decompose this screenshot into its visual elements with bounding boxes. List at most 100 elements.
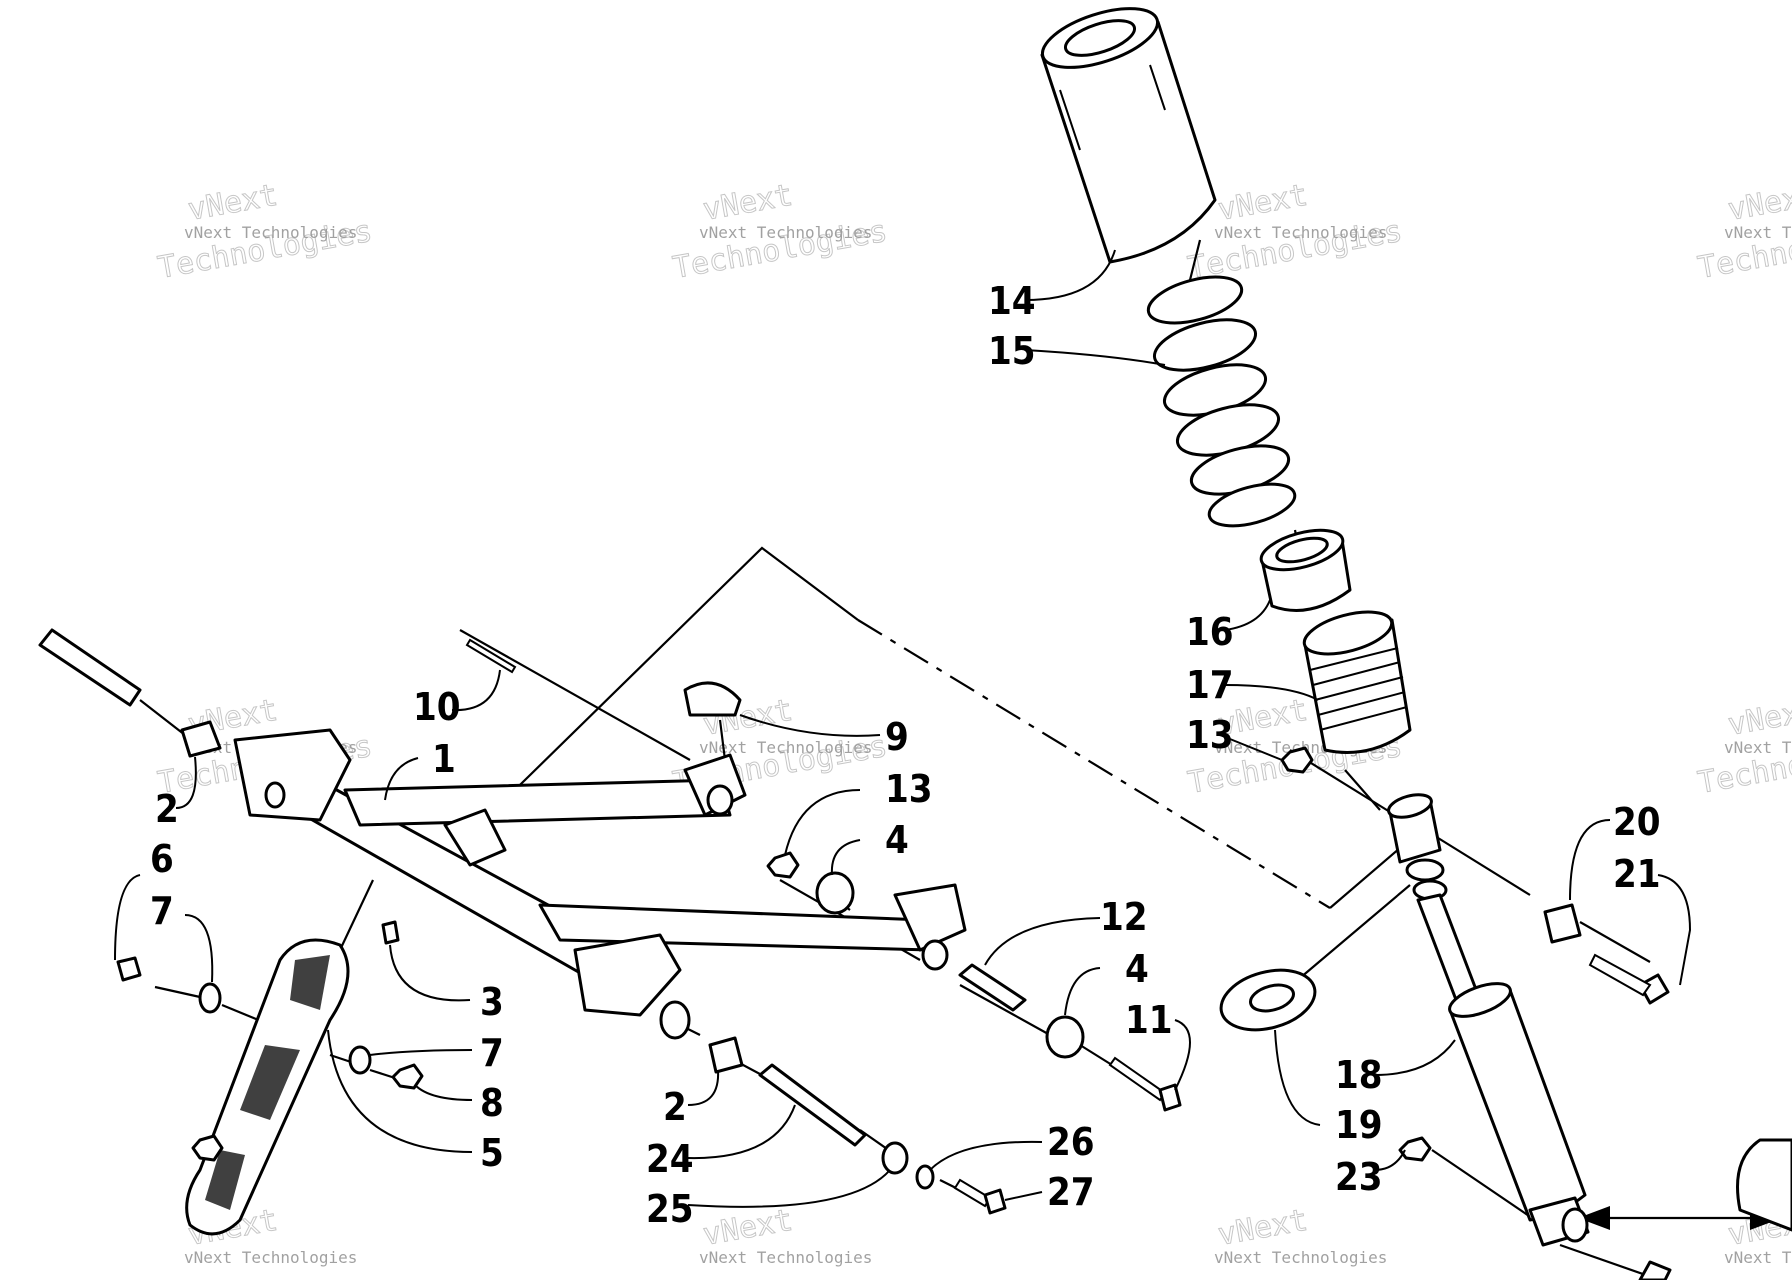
leader-19 <box>1275 1030 1320 1125</box>
washer-part <box>350 1047 370 1073</box>
shaft-axis <box>460 630 690 760</box>
callout-27: 27 <box>1047 1170 1095 1214</box>
bolt-shank <box>1110 1058 1165 1100</box>
callout-9: 9 <box>885 715 909 759</box>
watermark: vNext vNext Technologies <box>1214 1203 1387 1267</box>
watermark-text: vNext Technologies <box>699 1248 872 1267</box>
shock-bushing <box>1407 860 1443 880</box>
watermark-text: vNext <box>1725 693 1792 743</box>
callout-23: 23 <box>1335 1155 1383 1199</box>
bolt-axis <box>155 987 200 997</box>
leader-18 <box>1375 1040 1455 1075</box>
watermark-text: vNext Technologies <box>1724 1248 1792 1267</box>
guide-line <box>340 880 373 950</box>
spring-collar-part <box>1257 523 1350 611</box>
watermark: vNext vNext Technologies Technologies <box>155 178 375 286</box>
bracket-cap-part <box>685 683 740 715</box>
hex-nut-part <box>1400 1138 1430 1160</box>
watermark-text: vNext <box>700 178 795 228</box>
bushing-part <box>710 1038 742 1072</box>
callout-15: 15 <box>988 329 1036 373</box>
leader-5 <box>328 1030 472 1152</box>
callout-1: 1 <box>432 737 456 781</box>
bolt-part <box>1110 1058 1180 1110</box>
lower-bolt-part <box>1640 1262 1670 1280</box>
callout-3: 3 <box>480 980 504 1024</box>
grease-fitting-part <box>383 922 398 943</box>
watermark-text: vNext <box>700 1203 795 1253</box>
watermark-text: vNext Technologies <box>1214 1248 1387 1267</box>
watermark-text: vNext <box>1215 178 1310 228</box>
bolt-shank <box>955 1180 990 1206</box>
leader-8 <box>415 1085 472 1100</box>
callout-17: 17 <box>1186 663 1234 707</box>
eye-bore <box>708 786 732 814</box>
leader-13-arm <box>785 790 860 855</box>
leader-24 <box>688 1105 795 1158</box>
threaded-sleeve-part <box>1300 604 1410 753</box>
callout-14: 14 <box>988 279 1036 323</box>
shock-lower-bore <box>1563 1209 1587 1241</box>
leader-6 <box>115 875 140 960</box>
watermark-text: vNext <box>1725 178 1792 228</box>
washer-part <box>883 1143 907 1173</box>
bushing-part <box>1545 905 1580 942</box>
shock-absorber-part <box>1386 791 1588 1245</box>
leader-27 <box>1005 1192 1042 1200</box>
leader-21 <box>1658 875 1690 985</box>
leader-20 <box>1570 820 1610 900</box>
callout-7: 7 <box>150 889 174 933</box>
watermark: vNext vNext Technologies Technologies <box>670 178 890 286</box>
link-arm-nut <box>193 1136 222 1160</box>
shock-body <box>1450 990 1585 1220</box>
watermark-text: vNext <box>1215 1203 1310 1253</box>
leader-14 <box>1025 250 1115 300</box>
bolt-head <box>985 1190 1005 1213</box>
leader-15 <box>1025 350 1165 365</box>
watermark: vNext vNext Technologies Technologies <box>1695 693 1792 801</box>
bolt-part <box>118 958 140 980</box>
spacer-part <box>1047 1017 1083 1057</box>
callout-12: 12 <box>1100 895 1148 939</box>
center-mount-plate <box>575 935 680 1015</box>
callout-2: 2 <box>663 1085 687 1129</box>
eye-bore <box>923 941 947 969</box>
callout-21: 21 <box>1613 852 1661 896</box>
washer-part <box>200 984 220 1012</box>
callout-25: 25 <box>646 1187 694 1231</box>
pivot-shaft-part <box>40 630 140 705</box>
dust-boot-part <box>1036 0 1215 262</box>
callout-5: 5 <box>480 1131 504 1175</box>
callout-labels: 14 15 16 17 13 20 21 18 19 23 10 9 1 2 1… <box>150 279 1661 1231</box>
hex-nut-part <box>768 853 798 877</box>
coil-spring-part <box>1143 268 1299 534</box>
watermark: vNext vNext Technologies Technologies <box>1185 178 1405 286</box>
callout-8: 8 <box>480 1081 504 1125</box>
callout-19: 19 <box>1335 1103 1383 1147</box>
callout-6: 6 <box>150 837 174 881</box>
watermark-text: vNext Technologies <box>184 1248 357 1267</box>
plate-hole <box>266 783 284 807</box>
callout-11: 11 <box>1125 998 1173 1042</box>
bolt-part <box>955 1180 1005 1213</box>
guide-line <box>1300 885 1410 978</box>
callout-20: 20 <box>1613 800 1661 844</box>
leader-12 <box>985 918 1100 965</box>
bolt-shank <box>1590 955 1650 995</box>
callout-16: 16 <box>1186 610 1234 654</box>
upper-arm-tube <box>345 780 730 825</box>
watermark: vNext vNext Technologies Technologies <box>1695 178 1792 286</box>
bolt-axis <box>1580 922 1650 962</box>
callout-26: 26 <box>1047 1120 1095 1164</box>
callout-4: 4 <box>1125 947 1149 991</box>
shock-axis <box>1345 770 1380 810</box>
leader-4-right <box>1065 968 1100 1015</box>
leader-2-right <box>688 1070 718 1105</box>
callout-13: 13 <box>885 767 933 811</box>
shaft-axis <box>140 700 185 735</box>
callout-10: 10 <box>413 685 461 729</box>
watermark-text: vNext <box>185 178 280 228</box>
leader-25 <box>688 1170 890 1207</box>
leader-26 <box>930 1142 1042 1170</box>
